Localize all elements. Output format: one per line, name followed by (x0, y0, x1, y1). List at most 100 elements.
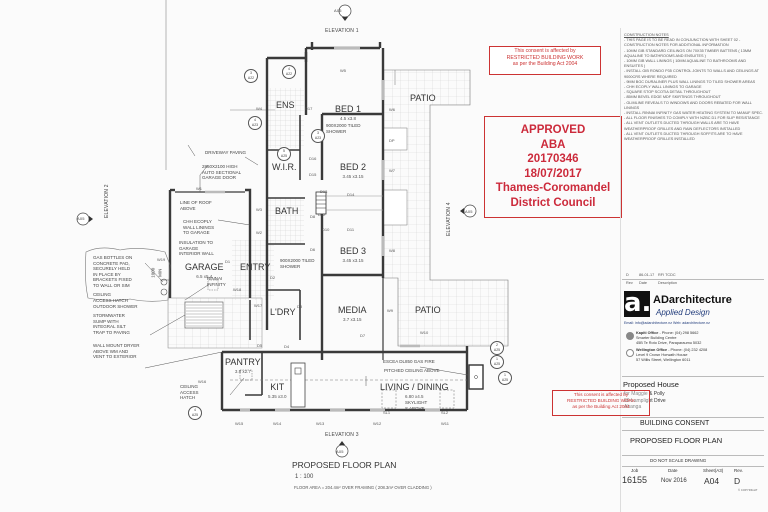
elevation-2-ref: A05 (77, 216, 85, 221)
tag-w1: W1 (196, 186, 202, 191)
note-rinnai: RINNAI INFINITY (207, 276, 226, 287)
note-pitched-ceiling: PITCHED CEILING ABOVE (384, 368, 440, 373)
tag-d6: D6 (310, 247, 316, 252)
company-logo-icon: a. (624, 288, 652, 318)
tag-d11: D11 (347, 227, 355, 232)
tag-sl1: SL1 (383, 410, 391, 415)
dim-1000: 1000 (150, 267, 156, 278)
company-tagline: Applied Design (656, 308, 710, 317)
elevation-3-ref: A05 (336, 449, 344, 454)
approval-stamp: APPROVED ABA 20170346 18/07/2017 Thames-… (484, 116, 622, 218)
tag-w9: W9 (387, 308, 393, 313)
tag-w16: W16 (198, 379, 207, 384)
tag-dp: DP (389, 138, 395, 143)
elevation-1-ref: A05 (334, 8, 342, 13)
note-skylight: SKYLIGHT S ABOVE (405, 400, 428, 411)
note-shower-bath: 900x2000 TILED SHOWER (280, 258, 315, 269)
job-number: 16155 (622, 475, 648, 485)
tag-w11: W11 (441, 421, 449, 426)
approval-date: 18/07/2017 (524, 167, 582, 180)
col-job: Job (631, 468, 639, 473)
stamp-line: RESTRICTED BUILDING WORK (567, 398, 635, 404)
revision-col-rev: Rev (626, 281, 633, 285)
note-item: - INSTALL RINNAI INFINITY GAS WATER HEAT… (624, 111, 763, 116)
approval-council: Thames-Coromandel (495, 182, 611, 194)
office-radio-wellington (626, 349, 634, 357)
tag-w3: W3 (256, 207, 262, 212)
note-insulation: INSULATION TO GARAGE INTERIOR WALL (179, 240, 214, 256)
drawing-title: PROPOSED FLOOR PLAN (292, 460, 397, 470)
scale-warning: DO NOT SCALE DRAWING (650, 458, 707, 463)
room-entry: ENTRY (240, 262, 271, 272)
copyright: © COPYRIGHT (738, 488, 758, 492)
tag-d15: D15 (309, 172, 317, 177)
tag-d14: D14 (347, 192, 355, 197)
revision-desc: RFI TCDC (658, 273, 676, 277)
tag-d2: D2 (270, 275, 276, 280)
tag-d1: D1 (225, 259, 231, 264)
note-item: - INSTALL GIB RONDO P35 CONTROL JOINTS T… (624, 69, 759, 79)
note-item: - 9mm BGC DURALINER PLUS WALL LININGS TO… (624, 79, 756, 84)
floor-area: FLOOR AREA = 204.4m² OVER FRAMING ( 208.… (294, 485, 432, 490)
approval-authority: ABA (540, 138, 566, 151)
note-item: - 10mm GIB WALL LININGS ( 10mm AQUALINE … (624, 59, 747, 69)
revision-col-desc: Description (658, 281, 677, 285)
approval-status: APPROVED (520, 124, 586, 136)
note-item: - ALL FLOOR FINISHES TO COMPLY WITH NZBC… (624, 116, 760, 121)
tag-d17: D17 (305, 106, 313, 111)
note-item: - SQUARE STOP SCOTIA DETAIL THROUGHOUT (624, 90, 711, 95)
project-client-block: for Maggie & Polly 86 Lamplight Drive Ah… (624, 391, 666, 411)
note-item: - GLIMLINE REVEALS TO WINDOWS AND DOORS … (624, 100, 752, 110)
col-sheet: Sheet(A3) (703, 468, 724, 473)
consent-stamp-bottom: This consent is affected by RESTRICTED B… (552, 390, 650, 416)
note-ceiling-hatch: CEILING ACCESS HATCH (93, 292, 128, 303)
title-divider (622, 430, 764, 431)
tag-w2: W2 (256, 230, 262, 235)
office-wellington: Wellington Office - Phone: (04) 232 4208… (636, 348, 708, 362)
elevation-4-label: ELEVATION 4 (446, 202, 452, 236)
stamp-line: This consent is affected by (514, 48, 576, 54)
note-outdoor-shower: OUTDOOR SHOWER (93, 304, 138, 309)
company-name: ADarchitecture (653, 294, 732, 306)
revision-date: 86-01-17 (639, 273, 655, 277)
project-client: for Maggie & Polly (624, 391, 665, 397)
company-contact: Email: info@adarchitecture.nz Web: adarc… (624, 321, 710, 325)
tag-w14: W14 (273, 421, 282, 426)
tag-w5: W5 (340, 68, 346, 73)
revision-col-date: Date (639, 281, 648, 285)
consent-stamp-top: This consent is affected by RESTRICTED B… (489, 46, 601, 75)
note-shower-ens: 900x2000 TILED SHOWER (326, 123, 361, 134)
stamp-line: This consent is affected by (573, 392, 629, 397)
tag-w18: W18 (233, 287, 242, 292)
tag-w15: W15 (235, 421, 244, 426)
col-rev: Rev. (734, 468, 743, 473)
stamp-line: as per the Building Act 2004 (512, 61, 578, 67)
tag-w7: W7 (389, 168, 395, 173)
tag-d4: D4 (284, 344, 290, 349)
tag-d8: D8 (310, 214, 316, 219)
approval-number: 20170346 (527, 153, 579, 165)
tag-d5: D5 (257, 343, 263, 348)
tag-w8: W8 (389, 248, 395, 253)
tag-sl2: SL2 (441, 410, 449, 415)
sheet-number: A04 (704, 476, 720, 486)
tag-d12: D12 (318, 212, 326, 217)
tag-w12: W12 (373, 421, 382, 426)
tag-d13: D13 (320, 189, 328, 194)
title-divider (622, 466, 764, 467)
project-address: Ahanga (624, 404, 642, 410)
note-item: - ALL VENT OUTLETS DUCTED THROUGH WALLS … (624, 121, 741, 131)
project-address: 86 Lamplight Drive (624, 397, 666, 404)
tag-d3: D3 (297, 304, 303, 309)
